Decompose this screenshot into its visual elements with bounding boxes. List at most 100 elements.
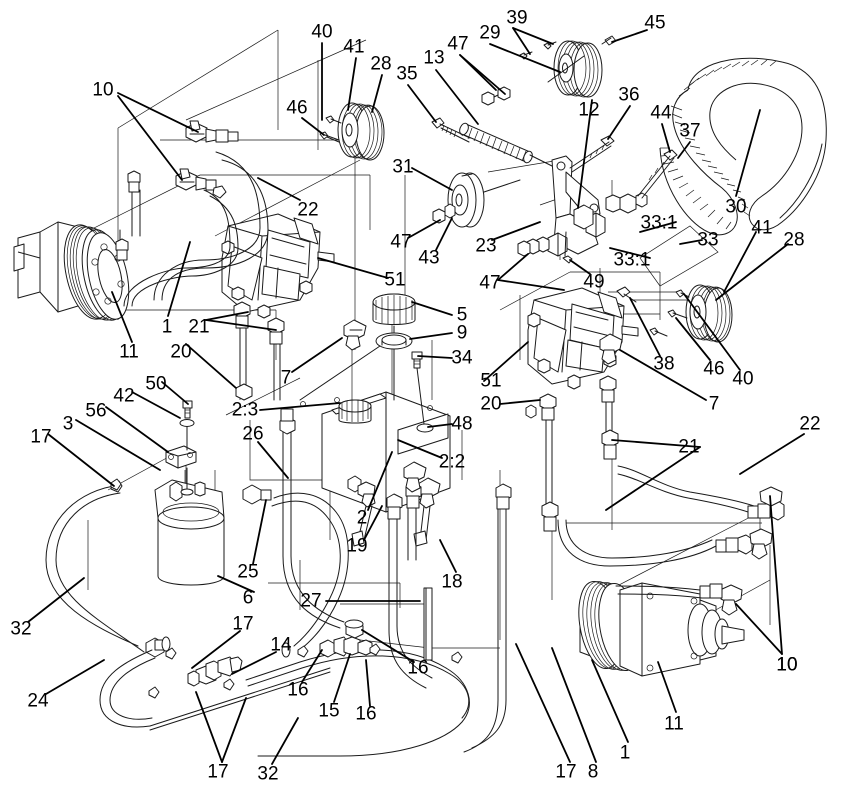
callout-3: 3 xyxy=(62,413,74,435)
spring-assembly xyxy=(431,86,557,169)
callout-21: 21 xyxy=(678,436,700,458)
fitting-10-lower xyxy=(175,168,217,191)
callout-10: 10 xyxy=(92,79,114,101)
reservoir-tank xyxy=(299,293,451,547)
callout-14: 14 xyxy=(270,634,292,656)
callout-8: 8 xyxy=(587,761,599,783)
callout-47: 47 xyxy=(447,33,469,55)
callout-38: 38 xyxy=(653,353,675,375)
callout-35: 35 xyxy=(396,63,418,85)
callout-9: 9 xyxy=(456,322,468,344)
pump-left xyxy=(221,213,367,401)
fitting-10-upper xyxy=(185,120,239,143)
wheel-motor-left xyxy=(13,221,130,321)
callout-41: 41 xyxy=(343,36,365,58)
callout-1: 1 xyxy=(161,316,173,338)
callout-51: 51 xyxy=(384,269,406,291)
callout-11: 11 xyxy=(119,341,139,363)
callout-36: 36 xyxy=(618,84,640,106)
callout-32: 32 xyxy=(257,763,279,785)
callout-40: 40 xyxy=(311,21,333,43)
callout-20: 20 xyxy=(170,341,192,363)
callout-17: 17 xyxy=(232,613,254,635)
callout-27: 27 xyxy=(300,590,322,612)
hydraulic-filter xyxy=(145,400,272,658)
coupler-14 xyxy=(187,656,243,687)
callout-13: 13 xyxy=(423,47,445,69)
callout-39: 39 xyxy=(506,7,528,29)
callout-46: 46 xyxy=(286,97,308,119)
callout-7: 7 xyxy=(708,393,720,415)
wheel-motor-right xyxy=(578,581,745,677)
callout-37: 37 xyxy=(679,120,701,142)
callout-45: 45 xyxy=(644,12,666,34)
callout-33-1: 33:1 xyxy=(613,249,651,271)
pulley-top-left xyxy=(319,102,385,161)
callout-19: 19 xyxy=(346,535,368,557)
callout-21: 21 xyxy=(188,316,210,338)
callout-6: 6 xyxy=(242,587,254,609)
callout-25: 25 xyxy=(237,561,259,583)
callout-17: 17 xyxy=(555,761,577,783)
callout-56: 56 xyxy=(85,400,107,422)
callout-43: 43 xyxy=(418,247,440,269)
callout-16: 16 xyxy=(287,679,309,701)
tee-fitting-15 xyxy=(319,619,381,658)
callout-46: 46 xyxy=(703,358,725,380)
elbow-fitting-right xyxy=(599,333,623,365)
callout-18: 18 xyxy=(441,571,463,593)
hose-assembly-bottom-middle xyxy=(271,408,463,664)
idler-pulley-31 xyxy=(432,172,521,228)
callout-34: 34 xyxy=(451,347,473,369)
tank-gasket xyxy=(299,332,413,401)
drive-belt xyxy=(659,57,827,236)
callout-2: 2 xyxy=(356,507,368,529)
callout-51: 51 xyxy=(480,370,502,392)
hose-assembly-right xyxy=(557,465,785,616)
callout-28: 28 xyxy=(783,229,805,251)
hose-assembly-left xyxy=(115,120,269,307)
callout-50: 50 xyxy=(145,373,167,395)
callout-1: 1 xyxy=(619,742,631,764)
elbow-fitting-left xyxy=(343,319,367,351)
pulley-right xyxy=(616,284,733,343)
callout-26: 26 xyxy=(242,423,264,445)
callout-10: 10 xyxy=(776,654,798,676)
idler-pulley-top xyxy=(519,35,617,98)
callout-48: 48 xyxy=(451,413,473,435)
callout-22: 22 xyxy=(799,413,821,435)
callout-31: 31 xyxy=(392,156,414,178)
callout-12: 12 xyxy=(578,99,600,121)
callout-47: 47 xyxy=(479,272,501,294)
callout-17: 17 xyxy=(30,426,52,448)
callout-47: 47 xyxy=(390,231,412,253)
callout-16: 16 xyxy=(355,703,377,725)
pump-right xyxy=(525,287,639,532)
callout-15: 15 xyxy=(318,700,340,722)
hose-assembly-bottom-left xyxy=(45,478,470,757)
callout-29: 29 xyxy=(479,22,501,44)
callout-33: 33 xyxy=(697,229,719,251)
callout-28: 28 xyxy=(370,53,392,75)
hose-assembly-right-vertical xyxy=(386,461,512,753)
callout-41: 41 xyxy=(751,217,773,239)
callout-5: 5 xyxy=(456,304,468,326)
callout-2-2: 2:2 xyxy=(438,451,466,473)
callout-10: 10 xyxy=(776,654,798,676)
callout-22: 22 xyxy=(297,199,319,221)
callout-42: 42 xyxy=(113,385,135,407)
callout-32: 32 xyxy=(10,618,32,640)
callout-2-3: 2:3 xyxy=(231,399,259,421)
callout-16: 16 xyxy=(407,657,429,679)
callout-40: 40 xyxy=(732,368,754,390)
callout-24: 24 xyxy=(27,690,49,712)
callout-33-1: 33:1 xyxy=(640,212,678,234)
callout-17: 17 xyxy=(207,761,229,783)
callout-23: 23 xyxy=(475,235,497,257)
callout-44: 44 xyxy=(650,102,672,124)
callout-49: 49 xyxy=(583,271,605,293)
leader-lines xyxy=(27,27,805,765)
callout-7: 7 xyxy=(280,367,292,389)
